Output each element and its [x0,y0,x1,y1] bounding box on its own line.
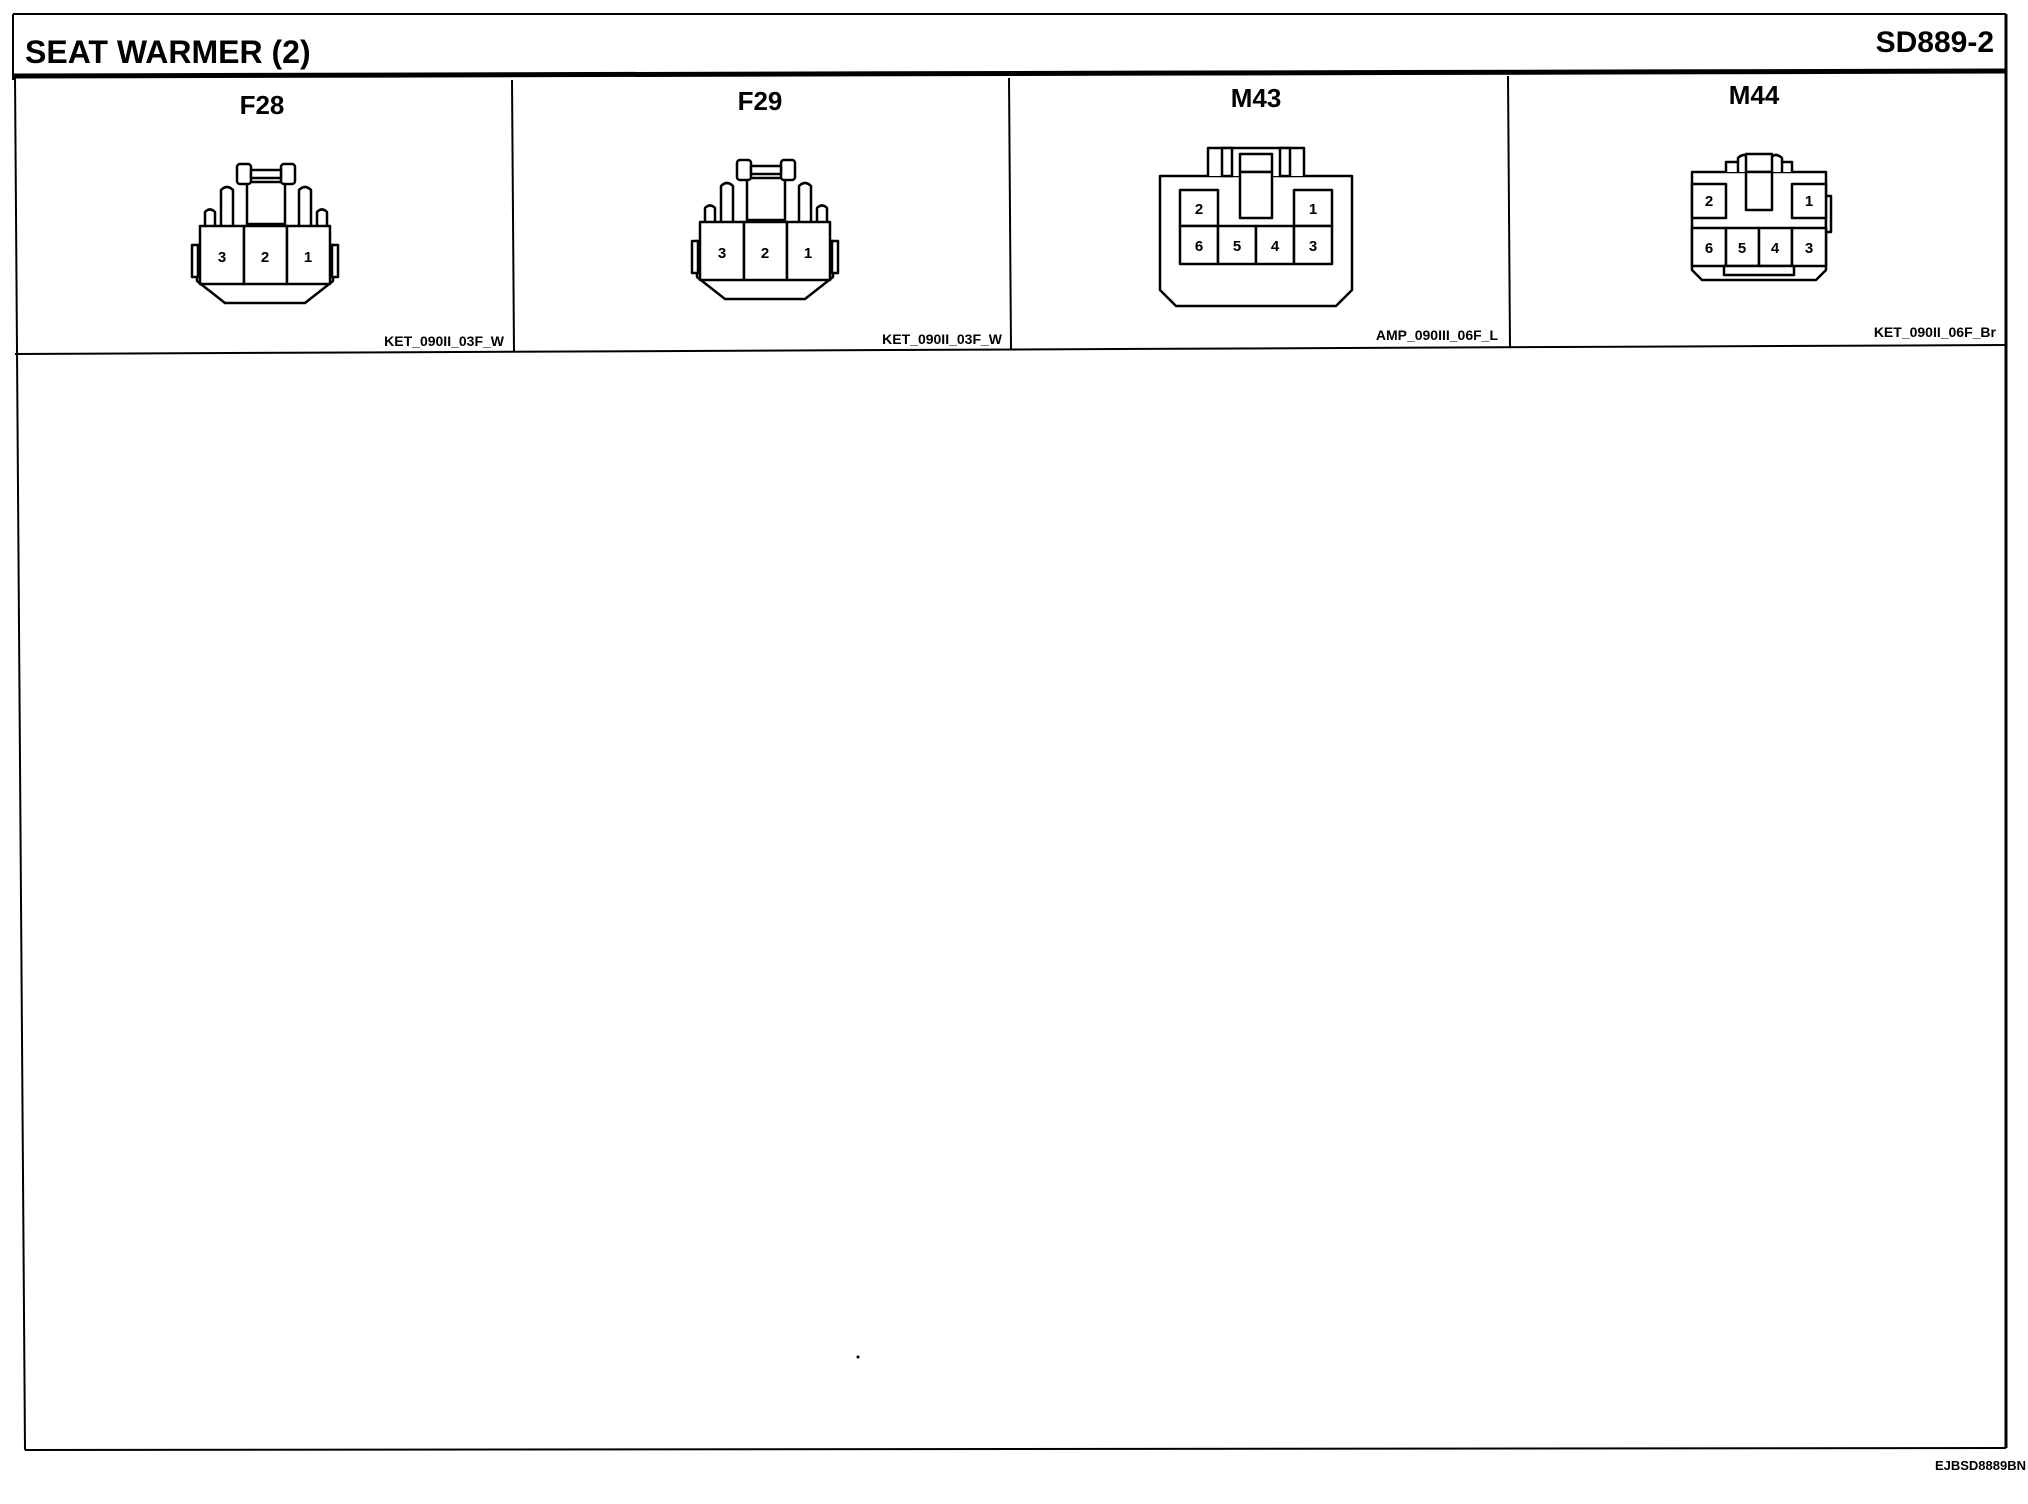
pin-cell [698,220,746,282]
pin-label: 1 [1805,193,1813,210]
pin-label: 2 [1195,201,1203,218]
latch-notch [1744,170,1774,212]
connector-id: F28 [240,90,285,120]
latch-post [1278,146,1292,178]
latch-post [1220,146,1234,178]
lock-post [703,204,717,222]
part-number: AMP_090III_06F_L [1376,327,1499,343]
latch-bar [749,164,783,176]
pin-cell [285,224,332,286]
pin-cell [1790,226,1828,268]
pin-label: 5 [1738,240,1746,257]
key-slot [1722,264,1796,277]
latch-base [245,180,287,226]
pin-label: 5 [1233,238,1241,255]
connector-m44-drawing [1690,152,1833,282]
part-number: KET_090II_03F_W [384,333,505,349]
part-number: KET_090II_06F_Br [1874,324,1997,340]
pin-label: 1 [804,245,812,262]
latch-tab [735,158,753,182]
housing-side-tab [690,239,700,275]
lock-post [315,208,329,226]
connector-m43: M43 2 1 6 5 4 3 AMP_090III_06F_L [1158,83,1499,343]
connector-id: M44 [1729,80,1780,110]
pin-label: 2 [1705,193,1713,210]
part-number: KET_090II_03F_W [882,331,1003,347]
page-title: SEAT WARMER (2) [25,34,311,70]
latch-cap [1238,152,1274,174]
latch-tab [779,158,797,182]
latch-bar [249,168,283,180]
pin-cell [1690,226,1728,268]
pin-label: 1 [1309,201,1317,218]
housing-side-tab [830,239,840,275]
pin-label: 2 [261,249,269,266]
lock-pin [797,181,813,222]
pin-cell [1292,188,1334,228]
connector-f28: F28 3 2 1 KET_090II_03F_W [190,90,505,349]
lock-pin [719,181,735,222]
pin-label: 3 [1309,238,1317,255]
housing-side-tab [330,243,340,279]
latch-tab [279,162,297,186]
connector-f29-drawing [690,158,840,301]
pin-cell [1254,224,1296,266]
page-frame [12,13,2008,1451]
connector-m44: M44 2 1 6 5 4 3 KET_090II_06F_Br [1690,80,1997,340]
pin-label: 4 [1271,238,1280,255]
latch-notch [1238,170,1274,220]
pin-cell [785,220,832,282]
pin-cell [1790,182,1828,220]
housing-side-tab [190,243,200,279]
pin-cell [1292,224,1334,266]
latch-base [745,176,787,222]
lock-pin [219,185,235,226]
pin-label: 6 [1705,240,1713,257]
pin-cell [1178,224,1220,266]
connector-f28-drawing [190,162,340,305]
pin-label: 3 [218,249,226,266]
document-id: EJBSD8889BN [1935,1458,2026,1473]
pin-label: 1 [304,249,312,266]
lock-pin [297,185,313,226]
connector-id: M43 [1231,83,1282,113]
pin-cell [742,220,789,282]
connector-m43-drawing [1158,146,1354,308]
pin-cell [1690,182,1728,220]
pin-cell [198,224,246,286]
pin-label: 4 [1771,240,1780,257]
latch-cap [1744,152,1774,174]
connector-id: F29 [738,86,783,116]
pin-label: 3 [718,245,726,262]
pin-cell [1178,188,1220,228]
connector-f29: F29 3 2 1 KET_090II_03F_W [690,86,1003,347]
latch-tab [235,162,253,186]
scan-speck [856,1355,860,1359]
pin-cell [242,224,289,286]
lock-post [203,208,217,226]
sheet-code: SD889-2 [1876,26,1994,59]
lock-post [815,204,829,222]
pin-label: 2 [761,245,769,262]
pin-label: 3 [1805,240,1813,257]
pin-label: 6 [1195,238,1203,255]
